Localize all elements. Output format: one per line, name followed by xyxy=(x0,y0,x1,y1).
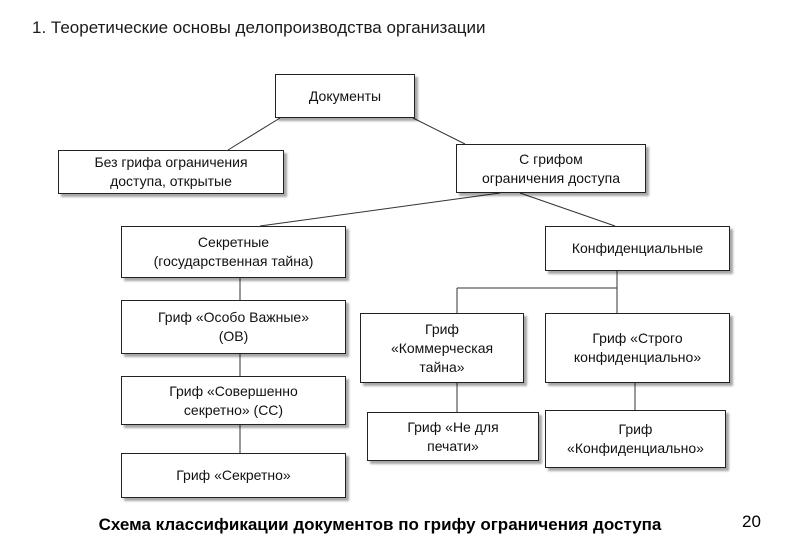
page-number: 20 xyxy=(742,512,761,531)
node-commercial: Гриф «Коммерческая тайна» xyxy=(360,313,524,383)
node-conf: Гриф «Конфиденциально» xyxy=(545,410,726,468)
node-s-label: Гриф «Секретно» xyxy=(176,467,291,483)
node-restricted-label: С грифом ограничения доступа xyxy=(481,150,620,186)
node-ov-label: Гриф «Особо Важные» (ОВ) xyxy=(158,309,309,344)
connector-documents-restricted xyxy=(412,117,466,145)
node-secret: Секретные (государственная тайна) xyxy=(121,226,346,278)
node-not-print-label: Гриф «Не для печати» xyxy=(407,418,499,454)
node-ov: Гриф «Особо Важные» (ОВ) xyxy=(121,300,346,354)
node-confidential: Конфиденциальные xyxy=(545,226,730,271)
connector-restricted-confidential xyxy=(519,192,616,227)
node-documents-label: Документы xyxy=(308,87,382,104)
node-commercial-label: Гриф «Коммерческая тайна» xyxy=(390,320,494,375)
node-strictly: Гриф «Строго конфиденциально» xyxy=(545,313,730,383)
node-secret-label: Секретные (государственная тайна) xyxy=(153,234,314,269)
node-restricted: С грифом ограничения доступа xyxy=(456,144,646,193)
node-confidential-label: Конфиденциальные xyxy=(571,240,704,256)
connector-documents-open xyxy=(227,117,281,151)
node-open: Без грифа ограничения доступа, открытые xyxy=(58,150,284,194)
diagram-caption: Схема классификации документов по грифу … xyxy=(98,515,662,534)
page-title: 1. Теоретические основы делопроизводства… xyxy=(32,18,486,37)
node-conf-label: Гриф «Конфиденциально» xyxy=(567,421,704,456)
connector-restricted-secret xyxy=(259,192,501,227)
node-s: Гриф «Секретно» xyxy=(121,453,346,498)
node-ss-label: Гриф «Совершенно секретно» (СС) xyxy=(169,382,298,418)
node-not-print: Гриф «Не для печати» xyxy=(367,412,539,461)
node-strictly-label: Гриф «Строго конфиденциально» xyxy=(573,330,702,365)
node-documents: Документы xyxy=(275,74,415,118)
node-open-label: Без грифа ограничения доступа, открытые xyxy=(94,154,248,189)
node-ss: Гриф «Совершенно секретно» (СС) xyxy=(121,376,346,425)
